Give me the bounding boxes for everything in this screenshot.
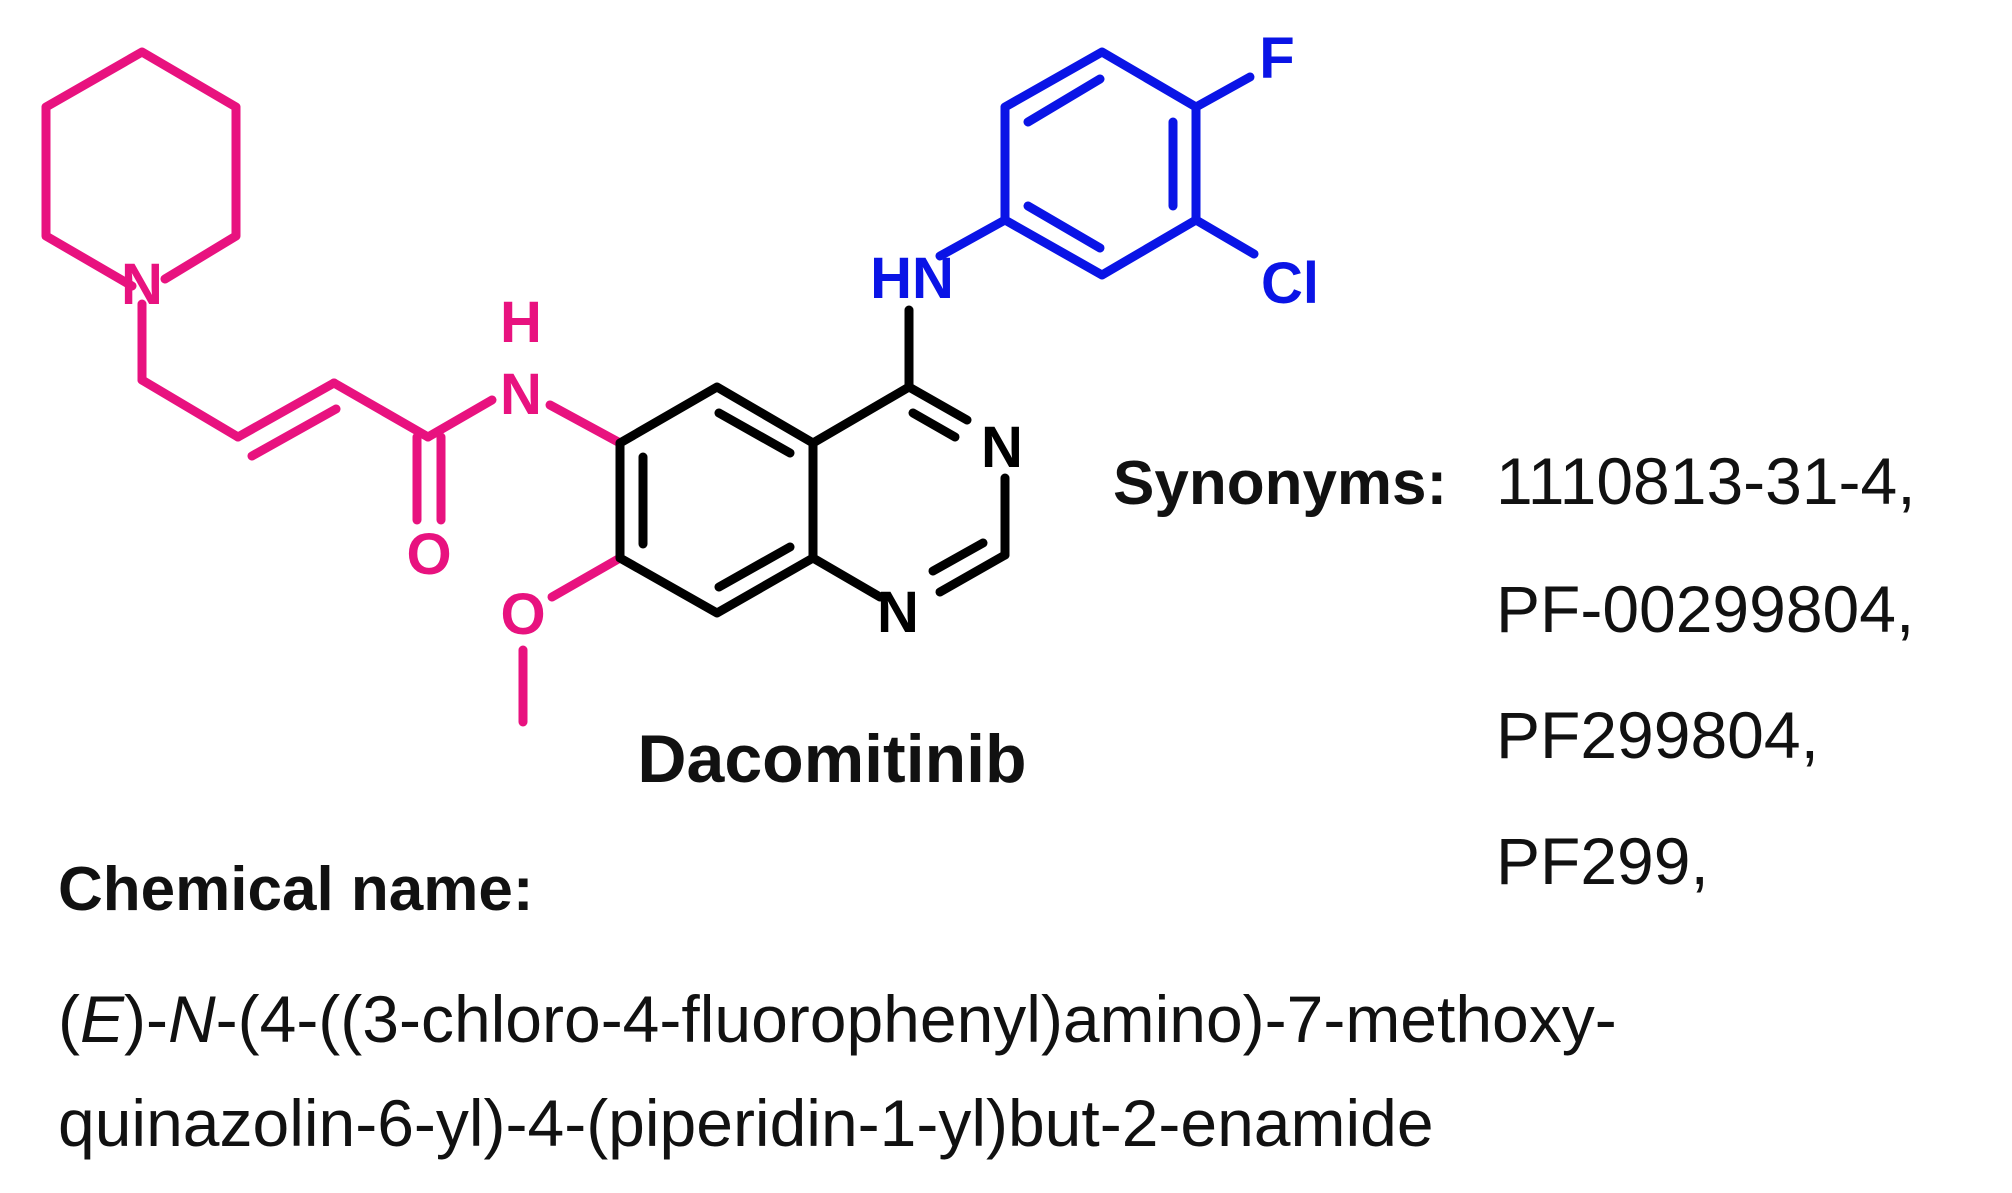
bond-carbonyl-nh [423, 395, 497, 442]
synonyms-label: Synonyms: [1113, 449, 1447, 518]
bond-alkene [233, 378, 339, 442]
aryl-ring [1000, 47, 1201, 280]
atom-methoxy-o: O [500, 582, 545, 647]
bond-hn-aryl [935, 215, 1010, 261]
chem-paren-open: ( [58, 982, 80, 1056]
bond-aryl-f [1191, 72, 1255, 112]
bond-c4-n3-inner [908, 408, 960, 442]
atom-fluorine: F [1259, 26, 1294, 91]
aniline-group [935, 47, 1259, 280]
benzo-inner-2 [714, 408, 795, 458]
synonym-item: PF299804, [1496, 698, 1819, 772]
bond-ring-o [547, 553, 625, 602]
synonym-item: 1110813-31-4, [1496, 444, 1916, 518]
bond-alkene-inner [247, 404, 341, 461]
bond-c4a-c4 [808, 382, 914, 448]
chemical-name-block: Chemical name: (E)-N-(4-((3-chloro-4-flu… [58, 855, 1617, 1160]
bond-nh-ring [545, 400, 625, 448]
bond-c2-n1 [935, 550, 1010, 597]
atom-amine-hn: HN [870, 246, 954, 311]
chemical-name-line-2: quinazolin-6-yl)-4-(piperidin-1-yl)but-2… [58, 1086, 1434, 1160]
atom-carbonyl-o: O [406, 522, 451, 587]
chem-n-locant: N [168, 982, 216, 1056]
synonyms-block: Synonyms: 1110813-31-4, PF-00299804, PF2… [1113, 444, 1916, 898]
bond-c2-n1-inner [928, 538, 988, 576]
atom-ring-n3: N [981, 415, 1023, 480]
bond-aryl-cl [1191, 215, 1259, 259]
atom-amide-n: N [500, 362, 542, 427]
atom-chlorine: Cl [1261, 251, 1319, 316]
bond-ch-carbonyl [329, 378, 433, 442]
synonym-item: PF-00299804, [1496, 572, 1914, 646]
bond-n1-c8a [808, 553, 885, 602]
synonym-item: PF299, [1496, 824, 1709, 898]
atom-ring-n1: N [877, 580, 919, 645]
quinazoline-core [615, 305, 1010, 618]
atom-amide-h: H [500, 290, 542, 355]
compound-name: Dacomitinib [637, 721, 1026, 797]
atom-piperidine-n: N [121, 252, 163, 317]
bond-c4-n3 [904, 382, 972, 425]
atom-labels: N H N O O HN N N F Cl [121, 26, 1319, 647]
chemical-name-label: Chemical name: [58, 855, 534, 924]
benzo-ring [615, 382, 818, 618]
chem-stereo-e: E [80, 982, 125, 1056]
piperidine-ring [41, 47, 241, 291]
side-chain [41, 47, 625, 727]
chem-line-1-rest: -(4-((3-chloro-4-fluorophenyl)amino)-7-m… [216, 982, 1617, 1056]
chemical-name-line-1: (E)-N-(4-((3-chloro-4-fluorophenyl)amino… [58, 982, 1617, 1056]
aryl-inner-1 [1023, 74, 1105, 127]
benzo-inner-3 [714, 542, 795, 592]
bond-ch2-ch [137, 375, 243, 442]
chem-paren-close: )- [124, 982, 168, 1056]
aryl-inner-3 [1023, 201, 1105, 253]
